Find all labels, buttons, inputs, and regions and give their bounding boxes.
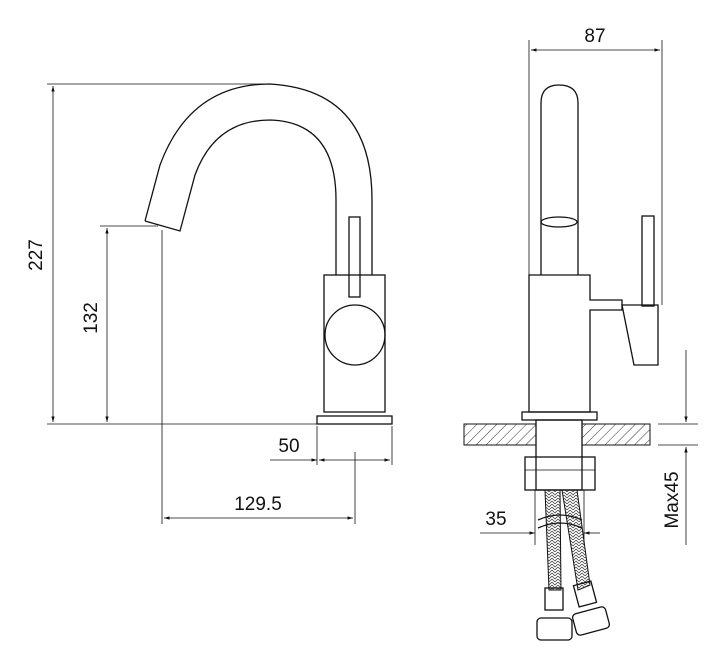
handle-knob: [324, 304, 386, 366]
dim-spout-height: 132: [81, 302, 102, 334]
dim-spout-reach: 129.5: [234, 494, 282, 515]
counter-top-left: [463, 423, 537, 446]
dim-max-thickness: Max45: [662, 471, 683, 528]
lever-side: [641, 215, 655, 307]
faucet-body-side: [528, 274, 623, 413]
dim-width: 87: [584, 26, 605, 47]
dim-hose-spacing: 35: [485, 509, 506, 530]
hose-right: [561, 489, 591, 591]
side-view: 87 Max45 35: [463, 26, 698, 641]
hose-left: [544, 489, 562, 591]
dim-overall-height: 227: [26, 239, 47, 271]
dim-base-diameter: 50: [278, 436, 299, 457]
shank: [535, 419, 583, 491]
handle-side: [621, 304, 659, 366]
faucet-body: [323, 274, 386, 413]
lever-handle: [348, 216, 361, 298]
hose-nut-right: [571, 606, 611, 636]
hose-nut-left: [536, 617, 573, 641]
front-view: 227 132 50 129.5: [26, 83, 393, 524]
spout-side: [540, 84, 579, 275]
counter-top-right: [581, 423, 651, 446]
base-plate: [316, 415, 393, 425]
spout: [144, 83, 373, 275]
base-plate-side: [521, 411, 598, 421]
